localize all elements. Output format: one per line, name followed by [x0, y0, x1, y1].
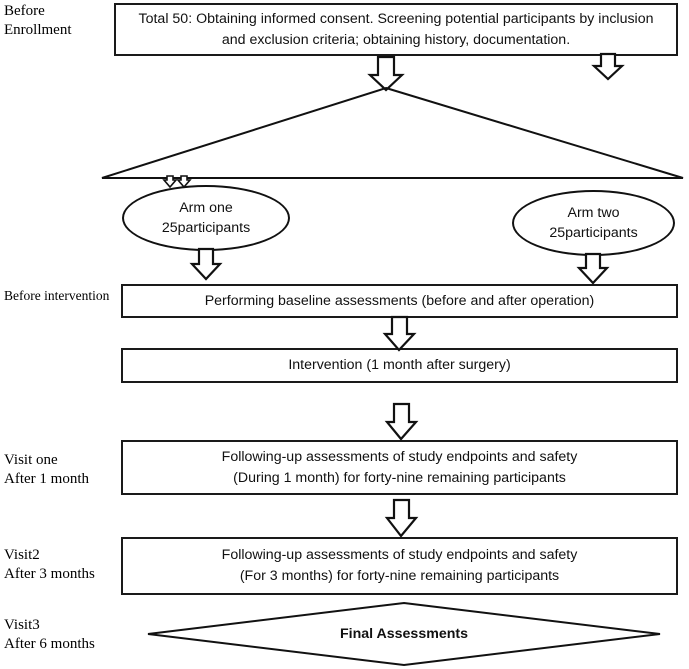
- arm-two-ellipse: Arm two 25participants: [512, 190, 675, 256]
- arm-two-text: Arm two 25participants: [549, 205, 638, 241]
- down-arrow-icon-enrollment-center: [367, 55, 405, 92]
- down-arrow-icon-visit-one-to-visit-two: [384, 498, 419, 538]
- visit-two-followup-text: Following-up assessments of study endpoi…: [221, 547, 578, 584]
- enrollment-box: Total 50: Obtaining informed consent. Sc…: [114, 3, 678, 56]
- stage-label-visit-one: Visit one After 1 month: [4, 452, 89, 487]
- final-assessments-label: Final Assessments: [339, 626, 468, 642]
- arm-one-ellipse: Arm one 25participants: [122, 185, 290, 251]
- enrollment-box-text: Total 50: Obtaining informed consent. Sc…: [138, 10, 654, 48]
- down-arrow-small-icon-arm-one-a: [162, 175, 178, 189]
- stage-label-visit-two: Visit2 After 3 months: [4, 547, 95, 582]
- down-arrow-icon-arm-two-out: [576, 252, 610, 285]
- arm-one-text: Arm one 25participants: [161, 200, 251, 236]
- baseline-assessments-text: Performing baseline assessments (before …: [204, 292, 595, 309]
- stage-label-visit-three: Visit3 After 6 months: [4, 617, 95, 652]
- down-arrow-icon-baseline-to-intervention: [382, 315, 417, 352]
- down-arrow-icon-enrollment-right: [591, 52, 625, 81]
- intervention-box: Intervention (1 month after surgery): [121, 348, 678, 383]
- down-arrow-icon-intervention-to-visit-one: [384, 402, 419, 441]
- visit-two-followup-box: Following-up assessments of study endpoi…: [121, 537, 678, 595]
- visit-one-followup-text: Following-up assessments of study endpoi…: [221, 448, 578, 486]
- intervention-text: Intervention (1 month after surgery): [288, 357, 511, 373]
- stage-label-before-intervention: Before intervention: [4, 288, 110, 303]
- stage-label-before-enrollment: Before Enrollment: [4, 3, 72, 38]
- randomization-split-triangle: [101, 86, 684, 179]
- baseline-assessments-box: Performing baseline assessments (before …: [121, 284, 678, 318]
- visit-one-followup-box: Following-up assessments of study endpoi…: [121, 440, 678, 495]
- down-arrow-icon-arm-one-out: [189, 247, 223, 281]
